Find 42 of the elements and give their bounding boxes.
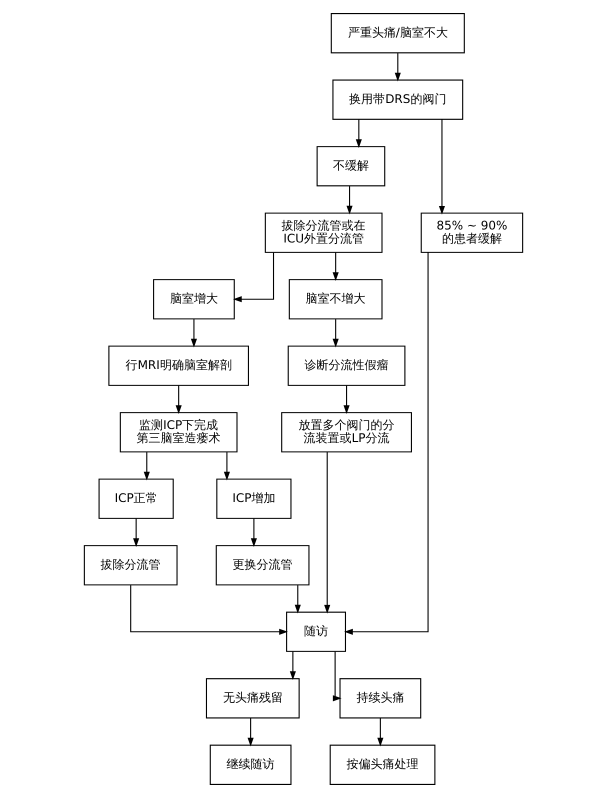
arrow	[344, 252, 428, 634]
arrow	[175, 385, 182, 414]
node-box: 严重头痛/脑室不大	[330, 12, 464, 53]
node-box: 监测ICP下完成第三脑室造瘘术	[119, 412, 238, 452]
node-box: 脑室增大	[152, 278, 234, 319]
arrow	[346, 186, 352, 214]
node-box: 随访	[286, 611, 346, 652]
node-box: ICP正常	[98, 478, 174, 518]
arrow	[130, 584, 288, 634]
arrow	[324, 452, 330, 614]
arrow	[394, 52, 400, 81]
arrow	[438, 118, 445, 214]
arrow	[223, 452, 230, 480]
node-box: 放置多个阀门的分流装置或LP分流	[280, 412, 412, 452]
node-box: 脑室不增大	[288, 278, 382, 319]
arrow	[247, 718, 254, 746]
node-box: 行MRI明确脑室解剖	[108, 345, 248, 386]
node-box: 换用带DRS的阀门	[332, 79, 463, 120]
arrow	[250, 518, 256, 546]
arrow	[332, 651, 342, 701]
node-box: 按偏头痛处理	[329, 744, 435, 784]
arrow	[294, 584, 300, 613]
node-box: 85% ~ 90%的患者缓解	[420, 212, 523, 252]
arrow	[132, 518, 139, 546]
node-box: 无头痛残留	[205, 678, 300, 718]
arrow	[343, 385, 350, 414]
node-box: 继续随访	[209, 744, 291, 784]
node-box: 拔除分流管	[83, 544, 178, 585]
arrow	[289, 651, 296, 680]
arrow	[376, 718, 383, 746]
node-box: 更换分流管	[215, 544, 309, 585]
node-box: 持续头痛	[338, 678, 421, 718]
node-box: ICP增加	[216, 478, 291, 518]
arrow	[232, 252, 274, 302]
node-box: 拔除分流管或在ICU外置分流管	[264, 212, 382, 252]
node-box: 不缓解	[316, 146, 385, 186]
arrow	[190, 318, 196, 347]
arrow	[332, 318, 338, 347]
arrow	[143, 452, 150, 480]
arrow	[332, 252, 338, 280]
node-box: 诊断分流性假瘤	[287, 345, 405, 386]
arrow	[355, 119, 362, 148]
